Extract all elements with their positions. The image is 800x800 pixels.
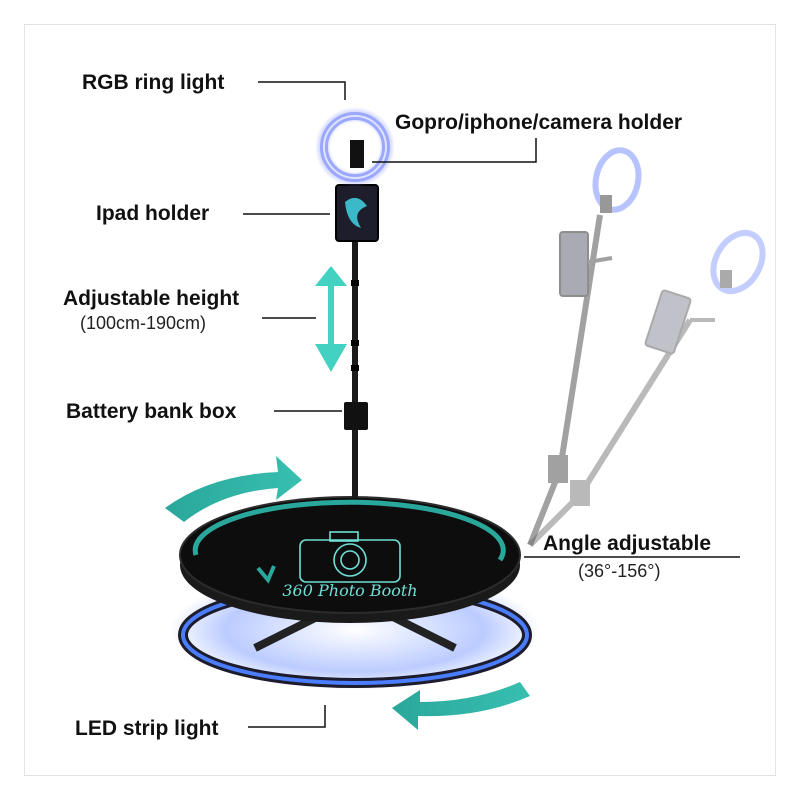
double-arrow-icon (315, 266, 347, 372)
image-frame (24, 24, 776, 776)
label-ipad-holder: Ipad holder (96, 202, 210, 225)
label-led-strip: LED strip light (75, 717, 219, 740)
label-camera-holder: Gopro/iphone/camera holder (395, 111, 683, 134)
curved-rotation-arrow-icon (165, 456, 302, 522)
label-adjustable-height: Adjustable height (63, 287, 240, 310)
battery-box (344, 402, 368, 430)
ghost-stand-2 (527, 229, 766, 548)
rotating-platform: 360 Photo Booth (179, 496, 521, 623)
label-angle-range: (36°-156°) (578, 561, 661, 581)
label-height-range: (100cm-190cm) (80, 313, 207, 333)
label-battery-box: Battery bank box (66, 400, 237, 423)
curved-rotation-arrow-icon (392, 682, 530, 730)
ghost-stand-1 (527, 147, 642, 547)
main-stand (335, 140, 379, 498)
label-angle-adjustable: Angle adjustable (543, 532, 712, 555)
ring-light (315, 107, 395, 187)
platform-logo-text: 360 Photo Booth (282, 581, 417, 600)
camera-logo (299, 531, 401, 583)
label-ring-light: RGB ring light (82, 71, 225, 94)
leader-lines (243, 81, 740, 728)
